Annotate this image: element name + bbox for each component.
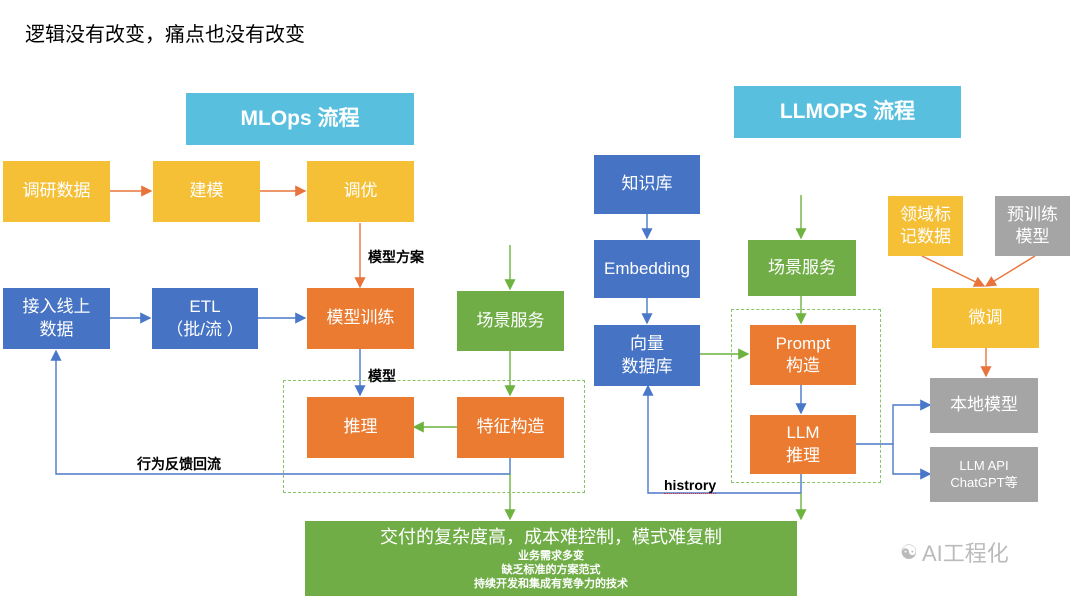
etl-line1: ETL [189, 297, 221, 317]
research-data-node: 调研数据 [3, 161, 110, 222]
pretrained-model-node: 预训练 模型 [995, 196, 1070, 256]
domain-line2: 记数据 [900, 227, 951, 246]
feedback-label: 行为反馈回流 [137, 456, 221, 472]
llm-line2: 推理 [786, 445, 820, 465]
prompt-construction-node: Prompt 构造 [750, 325, 856, 385]
llmops-header: LLMOPS 流程 [734, 86, 961, 138]
mlops-scene-service-node: 场景服务 [457, 291, 564, 351]
pain-point-summary: 交付的复杂度高，成本难控制，模式难复制 业务需求多变 缺乏标准的方案范式 持续开… [305, 521, 797, 596]
pain-point-2: 缺乏标准的方案范式 [501, 564, 601, 576]
vector-db-node: 向量 数据库 [594, 325, 700, 386]
embedding-node: Embedding [594, 240, 700, 298]
pretrain-line1: 预训练 [1007, 204, 1058, 224]
online-data-node: 接入线上 数据 [3, 288, 110, 349]
prompt-line1: Prompt [775, 333, 831, 353]
finetune-node: 微调 [932, 288, 1039, 348]
local-model-node: 本地模型 [930, 378, 1038, 433]
online-data-line1: 接入线上 [22, 297, 91, 317]
llm-api-node: LLM API ChatGPT等 [930, 447, 1038, 502]
online-data-line2: 数据 [39, 319, 74, 339]
domain-labeled-data-node: 领域标 记数据 [888, 196, 963, 256]
etl-node: ETL （批/流 ） [152, 288, 258, 349]
llm-line1: LLM [786, 423, 820, 443]
model-label: 模型 [368, 368, 396, 384]
mlops-dashed-group [283, 380, 585, 493]
model-plan-label: 模型方案 [368, 249, 424, 265]
watermark-text: AI工程化 [921, 541, 1009, 566]
feature-construction-node: 特征构造 [457, 397, 564, 458]
pain-point-title: 交付的复杂度高，成本难控制，模式难复制 [380, 527, 722, 547]
tuning-node: 调优 [307, 161, 414, 222]
knowledge-base-node: 知识库 [594, 155, 700, 214]
prompt-line2: 构造 [786, 356, 820, 375]
vector-db-line1: 向量 [630, 334, 664, 354]
inference-node: 推理 [307, 397, 414, 458]
watermark: ☯ AI工程化 [900, 536, 1009, 568]
api-line1: LLM API [959, 458, 1009, 474]
page-title: 逻辑没有改变，痛点也没有改变 [25, 24, 305, 46]
domain-line1: 领域标 [900, 204, 951, 224]
pain-point-1: 业务需求多变 [518, 550, 584, 562]
llm-inference-node: LLM 推理 [750, 415, 856, 474]
api-line2: ChatGPT等 [950, 474, 1018, 490]
llmops-dashed-group [731, 309, 881, 483]
mlops-header: MLOps 流程 [186, 93, 414, 145]
vector-db-line2: 数据库 [621, 356, 673, 376]
etl-line2: （批/流 ） [166, 319, 244, 339]
llmops-scene-service-node: 场景服务 [748, 240, 856, 296]
pain-point-3: 持续开发和集成有竞争力的技术 [474, 578, 628, 590]
wechat-icon: ☯ [900, 541, 918, 564]
pretrain-line2: 模型 [1015, 227, 1050, 246]
history-label: histrory [664, 477, 717, 494]
model-training-node: 模型训练 [307, 288, 414, 349]
modeling-node: 建模 [153, 161, 260, 222]
